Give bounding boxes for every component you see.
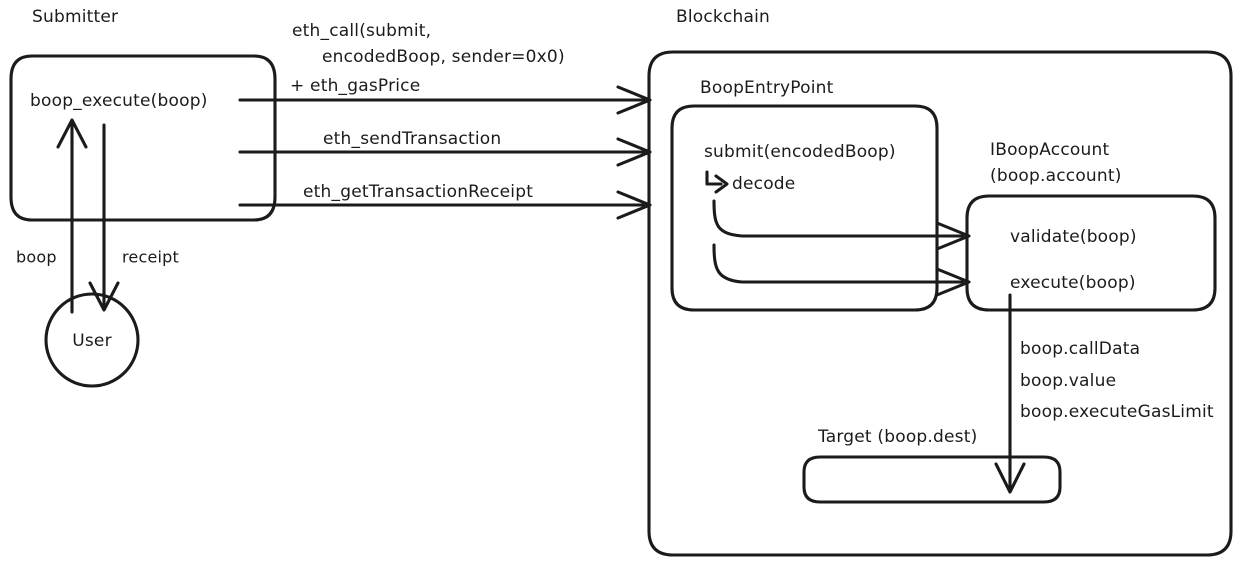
blockchain-group: Blockchain (647, 7, 1233, 557)
target-box (802, 455, 1062, 504)
boopentrypoint-submit-label: submit(encodedBoop) (704, 142, 896, 162)
edge-entrypoint-to-execute (712, 243, 971, 297)
edge-eth-sendtransaction: eth_sendTransaction (238, 129, 652, 167)
edge-label-eth-call-line1: eth_call(submit, (292, 21, 431, 41)
edge-label-boop-calldata: boop.callData (1020, 339, 1140, 359)
blockchain-title: Blockchain (676, 7, 770, 27)
user-group: User (44, 292, 140, 388)
target-group: Target (boop.dest) (802, 427, 1062, 504)
edge-label-eth-gettransactionreceipt: eth_getTransactionReceipt (303, 182, 533, 202)
blockchain-box (647, 50, 1233, 557)
iboopaccount-group: IBoopAccount (boop.account) validate(boo… (965, 140, 1217, 312)
submitter-box (9, 54, 277, 222)
boopentrypoint-decode-label: decode (732, 174, 795, 194)
edge-label-eth-call-line2: encodedBoop, sender=0x0) (322, 47, 565, 67)
edge-execute-to-target: boop.callData boop.value boop.executeGas… (994, 293, 1214, 494)
user-circle (44, 292, 140, 388)
edge-user-to-submitter: boop (16, 118, 88, 314)
decode-elbow-line (705, 170, 723, 186)
iboopaccount-title-line2: (boop.account) (990, 166, 1122, 186)
iboopaccount-validate-label: validate(boop) (1010, 227, 1137, 247)
edge-eth-gettransactionreceipt: eth_getTransactionReceipt (238, 182, 652, 220)
boopentrypoint-box (670, 104, 939, 312)
iboopaccount-title-line1: IBoopAccount (990, 140, 1109, 160)
edge-submitter-to-user: receipt (88, 123, 179, 312)
edge-label-receipt: receipt (122, 248, 179, 267)
target-title: Target (boop.dest) (817, 427, 977, 447)
edge-eth-call: eth_call(submit, encodedBoop, sender=0x0… (238, 21, 652, 115)
edge-label-eth-gasprice: + eth_gasPrice (290, 76, 420, 96)
iboopaccount-execute-label: execute(boop) (1010, 273, 1136, 293)
boopentrypoint-title: BoopEntryPoint (700, 78, 834, 98)
submitter-title: Submitter (32, 7, 118, 27)
user-label: User (72, 331, 112, 351)
edge-label-boop: boop (16, 248, 57, 267)
boopentrypoint-group: BoopEntryPoint submit(encodedBoop) decod… (670, 78, 939, 312)
edge-label-boop-value: boop.value (1020, 371, 1116, 391)
submitter-group: Submitter boop_execute(boop) (9, 7, 277, 222)
submitter-method-label: boop_execute(boop) (30, 91, 208, 111)
edge-label-eth-sendtransaction: eth_sendTransaction (323, 129, 501, 149)
edge-label-boop-executegaslimit: boop.executeGasLimit (1020, 402, 1214, 422)
iboopaccount-box (965, 194, 1217, 312)
edge-entrypoint-to-validate (712, 199, 971, 251)
decode-arrow-head (714, 174, 729, 194)
